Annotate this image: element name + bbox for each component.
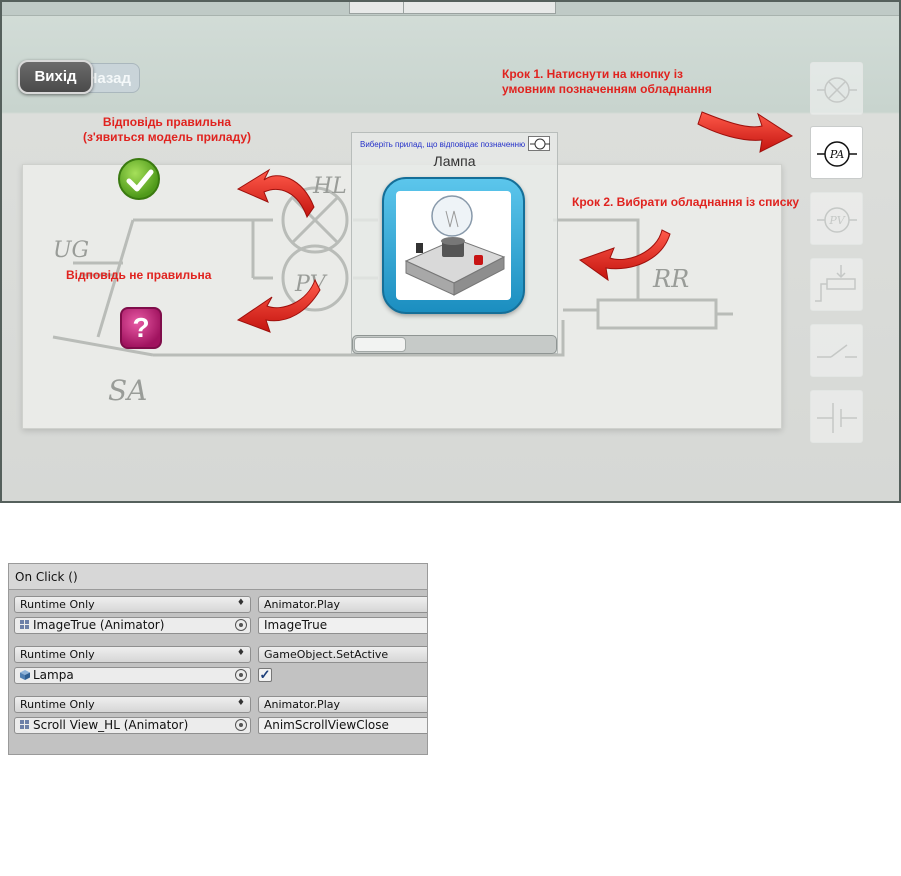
exit-button[interactable]: Вихід (18, 60, 93, 94)
voltmeter-label: PV (828, 214, 845, 227)
tool-voltmeter-button[interactable]: PV (810, 192, 863, 245)
target-object-value: Scroll View_HL (Animator) (33, 718, 189, 732)
target-object-field[interactable]: Scroll View_HL (Animator) (14, 717, 251, 734)
target-object-field[interactable]: Lampa (14, 667, 251, 684)
label-hl: HL (312, 174, 347, 199)
dropdown-arrow-icon: ♦ (236, 598, 245, 608)
annotation-step1: Крок 1. Натиснути на кнопку із умовним п… (502, 67, 712, 97)
function-dropdown[interactable]: GameObject.SetActive (258, 646, 427, 663)
arrow-to-correct (236, 168, 315, 219)
annotation-correct: Відповідь правильна (з'явиться модель пр… (72, 115, 262, 145)
tool-battery-button[interactable] (810, 390, 863, 443)
label-ug: UG (53, 238, 89, 263)
lamp-model-image[interactable] (396, 191, 511, 300)
event-entry-1-row2: ImageTrue (Animator) ImageTrue (9, 616, 427, 636)
switch-symbol-icon (817, 344, 857, 358)
target-object-value: ImageTrue (Animator) (33, 618, 165, 632)
ammeter-symbol-icon: PA (817, 141, 857, 167)
function-value: Animator.Play (264, 598, 341, 611)
lamp-symbol-icon (817, 77, 857, 103)
arrow-step2 (578, 229, 671, 282)
top-scrollbar[interactable] (349, 2, 556, 14)
runtime-mode-value: Runtime Only (20, 598, 95, 611)
target-object-value: Lampa (33, 668, 74, 682)
setactive-checkbox[interactable]: ✓ (258, 667, 272, 682)
runtime-mode-value: Runtime Only (20, 698, 95, 711)
object-picker-icon[interactable] (235, 719, 247, 731)
annotation-arrows (236, 111, 794, 333)
arrow-to-wrong (236, 278, 321, 333)
annotation-step2: Крок 2. Вибрати обладнання із списку (572, 195, 800, 209)
function-dropdown[interactable]: Animator.Play (258, 596, 427, 613)
tool-rheostat-button[interactable] (810, 258, 863, 311)
onclick-inspector: On Click () Runtime Only ♦ Animator.Play… (8, 563, 428, 755)
function-dropdown[interactable]: Animator.Play (258, 696, 427, 713)
device-selection-popup: Виберіть прилад, що відповідає позначенн… (351, 132, 558, 354)
onclick-header: On Click () (9, 564, 427, 590)
annotation-correct-line2: (з'явиться модель приладу) (82, 130, 252, 144)
function-value: Animator.Play (264, 698, 341, 711)
app-screenshot: HL PV UG SA RR Назад Вихід Відповідь пра… (0, 0, 901, 503)
object-picker-icon[interactable] (235, 669, 247, 681)
annotation-step1-line2: умовним позначенням обладнання (502, 82, 712, 96)
argument-value: ImageTrue (264, 618, 328, 632)
tool-ammeter-button[interactable]: PA (810, 126, 863, 179)
runtime-mode-value: Runtime Only (20, 648, 95, 661)
argument-field[interactable]: ImageTrue (258, 617, 427, 634)
label-sa: SA (108, 374, 147, 407)
event-entry-2-row1: Runtime Only ♦ GameObject.SetActive (9, 645, 427, 665)
tool-lamp-button[interactable] (810, 62, 863, 115)
function-value: GameObject.SetActive (264, 648, 389, 661)
battery-symbol-icon (817, 403, 857, 433)
argument-value: AnimScrollViewClose (264, 718, 389, 732)
popup-scrollbar[interactable] (352, 335, 557, 354)
animator-component-icon (20, 720, 29, 729)
correct-check-icon (118, 158, 160, 200)
prompt-symbol-icon (528, 136, 550, 151)
wrong-question-icon: ? (120, 307, 162, 349)
popup-prompt: Виберіть прилад, що відповідає позначенн… (360, 140, 526, 149)
object-picker-icon[interactable] (235, 619, 247, 631)
circuit-diagram: HL PV UG SA RR (52, 174, 733, 407)
event-entry-2-row2: Lampa ✓ (9, 666, 427, 686)
rheostat-symbol-icon (815, 265, 856, 302)
device-option-frame[interactable] (382, 177, 525, 314)
animator-component-icon (20, 620, 29, 629)
runtime-mode-dropdown[interactable]: Runtime Only ♦ (14, 596, 251, 613)
annotation-correct-line1: Відповідь правильна (102, 115, 232, 129)
target-object-field[interactable]: ImageTrue (Animator) (14, 617, 251, 634)
ammeter-label: PA (829, 148, 844, 161)
event-entry-3-row2: Scroll View_HL (Animator) AnimScrollView… (9, 716, 427, 736)
arrow-step1 (697, 111, 794, 153)
event-entry-1-row1: Runtime Only ♦ Animator.Play (9, 595, 427, 615)
event-entry-3-row1: Runtime Only ♦ Animator.Play (9, 695, 427, 715)
label-rr: RR (652, 265, 689, 293)
popup-scroll-thumb[interactable] (354, 337, 406, 352)
voltmeter-symbol-icon: PV (817, 207, 857, 233)
gameobject-cube-icon (20, 670, 30, 680)
runtime-mode-dropdown[interactable]: Runtime Only ♦ (14, 646, 251, 663)
popup-title: Лампа (433, 153, 476, 169)
argument-field[interactable]: AnimScrollViewClose (258, 717, 427, 734)
tool-switch-button[interactable] (810, 324, 863, 377)
annotation-step1-line1: Крок 1. Натиснути на кнопку із (502, 67, 683, 81)
runtime-mode-dropdown[interactable]: Runtime Only ♦ (14, 696, 251, 713)
annotation-wrong: Відповідь не правильна (66, 268, 212, 282)
dropdown-arrow-icon: ♦ (236, 698, 245, 708)
dropdown-arrow-icon: ♦ (236, 648, 245, 658)
